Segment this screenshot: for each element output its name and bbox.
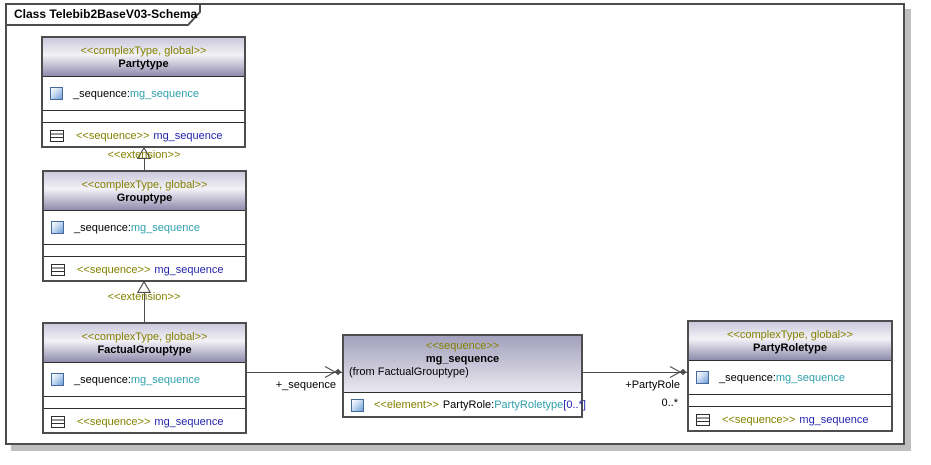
association-role-label: +PartyRole xyxy=(625,379,680,391)
sequence-stereotype: <<sequence>> xyxy=(76,129,150,142)
association-multiplicity-label: 0..* xyxy=(661,397,678,409)
association-factualgrouptype-mgsequence[interactable] xyxy=(247,372,342,373)
diagram-title: Class Telebib2BaseV03-Schema xyxy=(14,7,198,21)
generalization-arrowhead-icon xyxy=(137,281,151,293)
class-factualgrouptype[interactable]: <<complexType, global>> FactualGrouptype… xyxy=(42,322,247,434)
generalization-grouptype-partytype[interactable] xyxy=(144,147,145,171)
sequence-list-icon xyxy=(50,129,64,142)
empty-compartment xyxy=(43,110,244,122)
association-role-label: +_sequence xyxy=(275,379,336,391)
sequence-list-icon xyxy=(51,263,65,276)
element-row[interactable]: <<element>> PartyRole:PartyRoletype[0..*… xyxy=(344,392,586,417)
sequence-row[interactable]: <<sequence>> mg_sequence xyxy=(689,406,891,432)
sequence-row[interactable]: <<sequence>> mg_sequence xyxy=(44,256,245,282)
attribute-icon xyxy=(51,373,64,386)
class-name: PartyRoletype xyxy=(753,341,827,354)
sequence-name: mg_sequence xyxy=(799,413,869,426)
element-name: PartyRole: xyxy=(442,399,495,411)
sequence-name: mg_sequence xyxy=(154,263,224,276)
element-stereotype: <<element>> xyxy=(374,399,439,411)
attribute-name: _sequence: xyxy=(74,221,131,234)
generalization-arrowhead-icon xyxy=(137,147,151,159)
empty-compartment xyxy=(44,396,245,408)
attribute-row[interactable]: _sequence:mg_sequence xyxy=(43,76,244,110)
attribute-icon xyxy=(50,87,63,100)
class-name: Partytype xyxy=(118,57,169,70)
sequence-stereotype: <<sequence>> xyxy=(77,263,151,276)
class-partytype[interactable]: <<complexType, global>> Partytype _seque… xyxy=(41,36,246,148)
attribute-row[interactable]: _sequence:mg_sequence xyxy=(44,362,245,396)
sequence-stereotype: <<sequence>> xyxy=(722,413,796,426)
class-mg-sequence-header: <<sequence>> mg_sequence (from FactualGr… xyxy=(344,336,581,392)
class-grouptype-header: <<complexType, global>> Grouptype xyxy=(44,172,245,210)
sequence-list-icon xyxy=(696,413,710,426)
stereotype-label: <<complexType, global>> xyxy=(81,178,208,191)
element-type: PartyRoletype xyxy=(494,399,564,411)
stereotype-label: <<sequence>> xyxy=(425,340,500,352)
class-partyroletype[interactable]: <<complexType, global>> PartyRoletype _s… xyxy=(687,320,893,432)
attribute-icon xyxy=(696,371,709,384)
sequence-row[interactable]: <<sequence>> mg_sequence xyxy=(44,408,245,434)
sequence-stereotype: <<sequence>> xyxy=(77,415,151,428)
class-grouptype[interactable]: <<complexType, global>> Grouptype _seque… xyxy=(42,170,247,282)
attribute-row[interactable]: _sequence:mg_sequence xyxy=(689,360,891,394)
class-partyroletype-header: <<complexType, global>> PartyRoletype xyxy=(689,322,891,360)
extension-label-1: <<extension>> xyxy=(107,149,181,161)
extension-label-2: <<extension>> xyxy=(107,291,181,303)
attribute-name: _sequence: xyxy=(73,87,130,100)
stereotype-label: <<complexType, global>> xyxy=(81,330,208,343)
empty-compartment xyxy=(44,244,245,256)
element-icon xyxy=(351,398,364,412)
association-arrowhead-icon xyxy=(324,366,342,378)
sequence-list-icon xyxy=(51,415,65,428)
stereotype-label: <<complexType, global>> xyxy=(727,328,853,341)
class-name: Grouptype xyxy=(116,191,173,204)
class-name: FactualGrouptype xyxy=(97,343,192,356)
association-mgsequence-partyroletype[interactable] xyxy=(583,372,687,373)
stereotype-label: <<complexType, global>> xyxy=(80,44,207,57)
attribute-icon xyxy=(51,221,64,234)
attribute-type: mg_sequence xyxy=(130,221,200,234)
association-arrowhead-icon xyxy=(669,366,687,378)
attribute-type: mg_sequence xyxy=(129,87,199,100)
attribute-type: mg_sequence xyxy=(130,373,200,386)
from-clause: (from FactualGrouptype) xyxy=(349,366,469,378)
attribute-name: _sequence: xyxy=(719,371,776,384)
attribute-row[interactable]: _sequence:mg_sequence xyxy=(44,210,245,244)
class-partytype-header: <<complexType, global>> Partytype xyxy=(43,38,244,76)
class-mg-sequence[interactable]: <<sequence>> mg_sequence (from FactualGr… xyxy=(342,334,586,418)
attribute-name: _sequence: xyxy=(74,373,131,386)
attribute-type: mg_sequence xyxy=(775,371,845,384)
sequence-row[interactable]: <<sequence>> mg_sequence xyxy=(43,122,244,148)
generalization-factualgrouptype-grouptype[interactable] xyxy=(144,281,145,323)
empty-compartment xyxy=(689,394,891,406)
class-name: mg_sequence xyxy=(425,353,500,365)
class-factualgrouptype-header: <<complexType, global>> FactualGrouptype xyxy=(44,324,245,362)
sequence-name: mg_sequence xyxy=(153,129,223,142)
element-multiplicity: [0..*] xyxy=(563,399,586,411)
frame-tab-shape xyxy=(5,3,201,26)
sequence-name: mg_sequence xyxy=(154,415,224,428)
